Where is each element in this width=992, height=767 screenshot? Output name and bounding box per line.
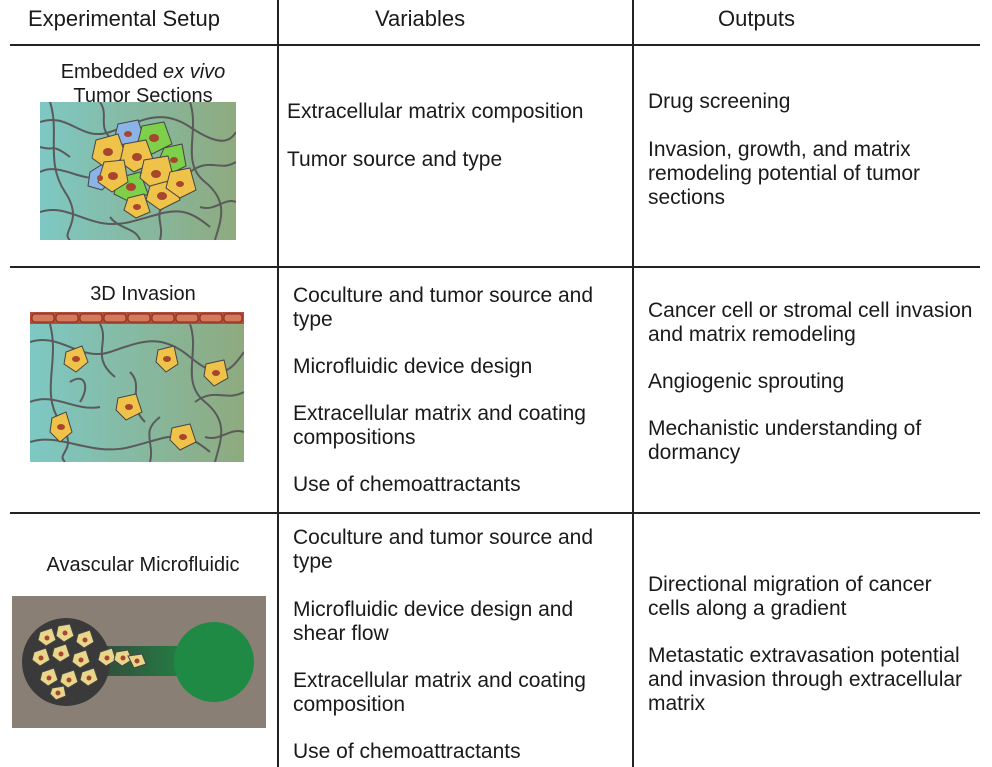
row2-variable-1: Coculture and tumor source and type <box>293 284 593 331</box>
row-divider-2 <box>10 512 980 514</box>
row1-variable-1: Extracellular matrix composition <box>287 100 584 123</box>
row2-output-3: Mechanistic understanding of dormancy <box>648 417 922 464</box>
chemoattractant-chamber <box>174 622 254 702</box>
tumor-cell-cluster <box>87 119 197 219</box>
row2-variable-4: Use of chemoattractants <box>293 473 521 496</box>
header-outputs: Outputs <box>718 6 796 31</box>
row2-variable-3: Extracellular matrix and coating composi… <box>293 402 586 449</box>
row1-output-1: Drug screening <box>648 90 791 113</box>
row2-output-2: Angiogenic sprouting <box>648 370 845 393</box>
column-divider-1 <box>277 0 279 767</box>
row3-variable-4: Use of chemoattractants <box>293 740 521 763</box>
row3-output-2: Metastatic extravasation potential and i… <box>648 644 963 715</box>
row1-variable-2: Tumor source and type <box>287 148 503 171</box>
invading-cells <box>49 345 229 451</box>
caption-tumor-sections: Embedded ex vivo Tumor Sections <box>60 61 226 107</box>
row-divider-1 <box>10 266 980 268</box>
column-divider-2 <box>632 0 634 767</box>
row3-output-1: Directional migration of cancer cells al… <box>648 573 932 620</box>
caption-avascular-microfluidic: Avascular Microfluidic <box>46 554 240 576</box>
endothelial-monolayer <box>30 312 244 324</box>
caption-3d-invasion: 3D Invasion <box>90 283 196 305</box>
row2-output-1: Cancer cell or stromal cell invasion and… <box>648 299 973 346</box>
tumor-section-illustration <box>40 102 236 240</box>
avascular-microfluidic-illustration <box>12 596 266 728</box>
row2-variable-2: Microfluidic device design <box>293 355 533 378</box>
row3-variable-3: Extracellular matrix and coating composi… <box>293 669 586 716</box>
header-variables: Variables <box>375 6 466 31</box>
row3-variable-2: Microfluidic device design and shear flo… <box>293 598 574 645</box>
3d-invasion-illustration <box>30 312 244 462</box>
row1-output-2: Invasion, growth, and matrix remodeling … <box>648 138 920 209</box>
header-divider <box>10 44 980 46</box>
row3-variable-1: Coculture and tumor source and type <box>293 526 593 573</box>
cancer-cells <box>31 623 147 701</box>
header-setup: Experimental Setup <box>28 6 220 31</box>
matrix-fibers <box>40 102 236 240</box>
